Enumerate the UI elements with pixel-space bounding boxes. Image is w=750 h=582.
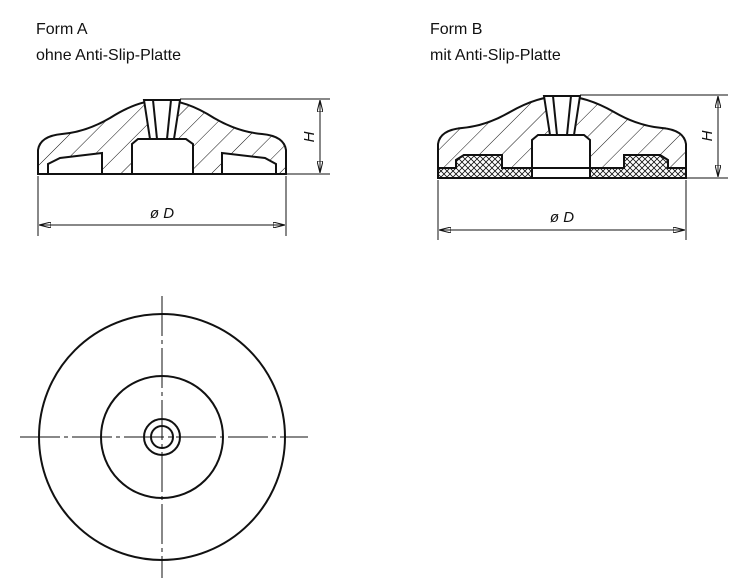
form-b-bore-line xyxy=(566,95,572,136)
form-b-section: Form B mit Anti-Slip-Platte H ø D xyxy=(430,21,728,240)
form-b-title: Form B xyxy=(430,21,482,38)
form-a-diameter-label: ø D xyxy=(150,205,174,222)
form-a-bore xyxy=(142,99,182,140)
form-b-center-gap xyxy=(531,167,591,179)
form-b-height-label: H xyxy=(699,130,716,141)
form-b-bore xyxy=(542,95,582,136)
form-a-height-label: H xyxy=(301,131,318,142)
form-b-diameter-label: ø D xyxy=(550,209,574,226)
form-a-section: Form A ohne Anti-Slip-Platte H ø D xyxy=(36,21,330,236)
form-a-bore-line xyxy=(152,99,158,140)
form-b-subtitle: mit Anti-Slip-Platte xyxy=(430,47,561,64)
form-a-title: Form A xyxy=(36,21,88,38)
form-a-subtitle: ohne Anti-Slip-Platte xyxy=(36,47,181,64)
form-a-bore-line xyxy=(166,99,172,140)
form-b-bore-line xyxy=(552,95,558,136)
top-view xyxy=(20,296,308,578)
